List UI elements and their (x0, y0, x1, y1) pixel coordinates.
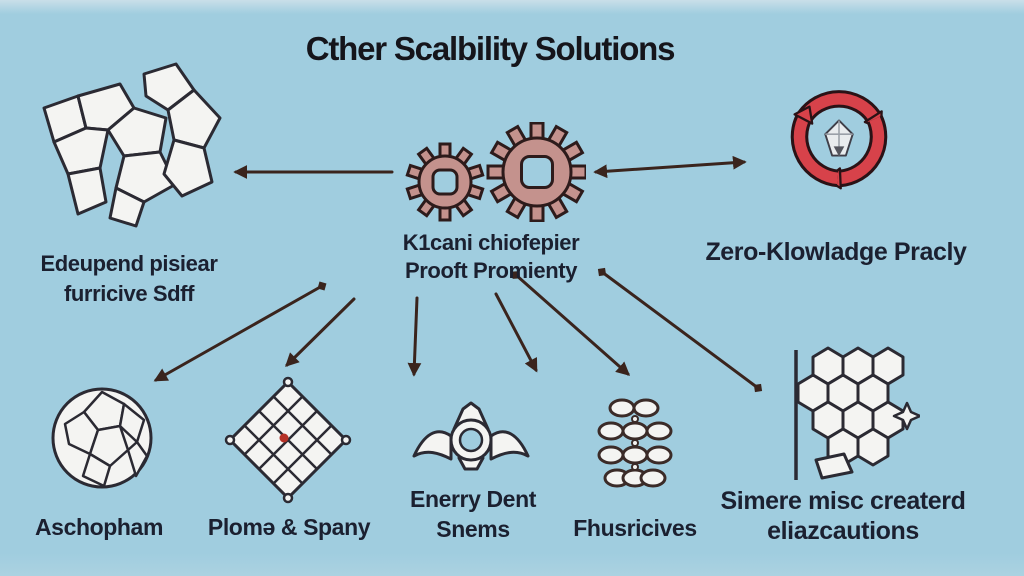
diamond-lattice-icon (224, 376, 352, 504)
label-top-left: Edeupend pisiear furricive Sdff (9, 249, 249, 309)
label-line: Edeupend pisiear (40, 251, 218, 276)
label-bottom-3: Enerry Dent Snems (398, 484, 548, 544)
arrow-fan-3 (407, 296, 422, 377)
label-line: Enerry Dent (410, 486, 536, 512)
hex-lattice-icon (794, 346, 920, 480)
label-bottom-4: Fhusricives (545, 513, 725, 543)
red-center-dot (279, 433, 289, 443)
star-icon (892, 401, 920, 431)
label-line: Snems (436, 516, 510, 542)
crystal-icon (824, 119, 854, 157)
label-top-right: Zero-Klowladge Pracly (686, 237, 986, 267)
label-line: Plomə & Spany (207, 514, 371, 540)
arrow-fan-5 (512, 271, 631, 376)
label-bottom-2: Plomə & Spany (199, 512, 379, 542)
label-line: Prooft Promienty (404, 258, 578, 283)
label-line: Aschopham (34, 514, 164, 540)
gears-icon (405, 122, 586, 222)
arrow-fan-6 (597, 267, 763, 393)
label-line: K1cani chiofepier (402, 230, 580, 255)
label-bottom-5: Simere misc createrd eliazcautions (693, 486, 993, 546)
label-bottom-1: Aschopham (9, 512, 189, 542)
arrow-center-topright-bidirectional (593, 155, 747, 179)
arrow-fan-2 (285, 297, 356, 367)
mesh-stack-icon (597, 398, 673, 488)
page-title: Cther Scalbility Solutions (305, 30, 676, 67)
label-line: Fhusricives (573, 515, 697, 541)
polygon-network-icon (42, 62, 222, 228)
sphere-lattice-icon (51, 387, 153, 489)
winged-crown-icon (412, 401, 530, 471)
label-line: Zero-Klowladge Pracly (705, 238, 967, 266)
label-center: K1cani chiofepier Prooft Promienty (368, 229, 614, 285)
label-line: Simere misc createrd (720, 487, 966, 515)
arrow-fan-4 (494, 292, 538, 373)
label-line: eliazcautions (767, 517, 919, 545)
label-line: furricive Sdff (63, 281, 195, 306)
recycle-arrows-icon (790, 90, 888, 190)
